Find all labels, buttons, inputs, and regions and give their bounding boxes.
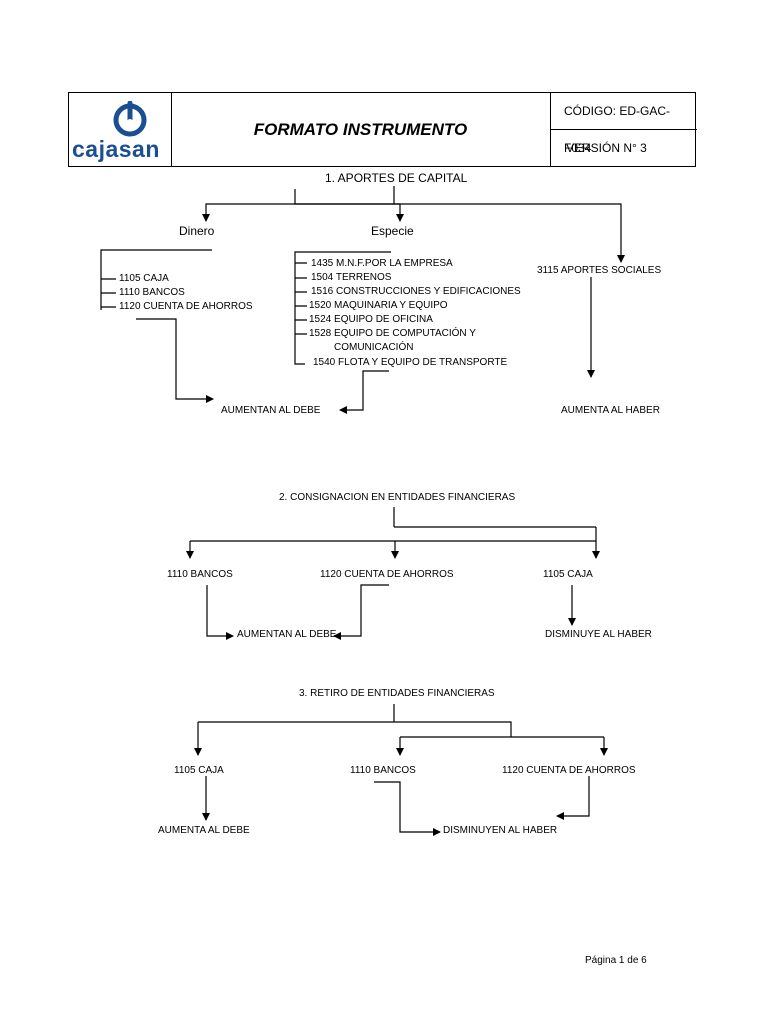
especie-item: 1504 TERRENOS — [311, 272, 392, 283]
document-title: FORMATO INSTRUMENTO — [253, 119, 468, 139]
especie-item: 1520 MAQUINARIA Y EQUIPO — [309, 300, 448, 311]
document-version: VERSIÓN N° 3 — [566, 141, 647, 155]
cajasan-logo-icon — [113, 101, 147, 137]
section2-result-haber: DISMINUYE AL HABER — [545, 629, 652, 640]
s3-ahorros: 1120 CUENTA DE AHORROS — [502, 765, 636, 776]
document-header: cajasan FORMATO INSTRUMENTO CÓDIGO: ED-G… — [68, 92, 697, 167]
especie-item: COMUNICACIÓN — [334, 342, 414, 353]
code-version-cell: CÓDIGO: ED-GAC-F034 VERSIÓN N° 3 — [550, 93, 697, 166]
s2-ahorros: 1120 CUENTA DE AHORROS — [320, 569, 454, 580]
s2-caja: 1105 CAJA — [543, 569, 593, 580]
s3-caja: 1105 CAJA — [174, 765, 224, 776]
section3-result-haber: DISMINUYEN AL HABER — [443, 825, 558, 836]
page-number: Página 1 de 6 — [585, 955, 647, 966]
dinero-item: 1120 CUENTA DE AHORROS — [119, 301, 253, 312]
aportes-sociales: 3115 APORTES SOCIALES — [537, 265, 662, 276]
section2-result-debe: AUMENTAN AL DEBE — [237, 629, 337, 640]
dinero-item: 1110 BANCOS — [119, 287, 185, 298]
logo-cell: cajasan — [69, 93, 172, 166]
dinero-item: 1105 CAJA — [119, 273, 169, 284]
s2-bancos: 1110 BANCOS — [167, 569, 233, 580]
section1-result-debe: AUMENTAN AL DEBE — [221, 405, 321, 416]
section3-title: 3. RETIRO DE ENTIDADES FINANCIERAS — [299, 688, 495, 699]
section2-title: 2. CONSIGNACION EN ENTIDADES FINANCIERAS — [279, 492, 516, 503]
document-code: CÓDIGO: ED-GAC-F034 — [551, 93, 697, 155]
especie-item: 1528 EQUIPO DE COMPUTACIÓN Y — [309, 328, 476, 339]
especie-item: 1524 EQUIPO DE OFICINA — [309, 314, 433, 325]
especie-item: 1540 FLOTA Y EQUIPO DE TRANSPORTE — [313, 357, 508, 368]
especie-item: 1516 CONSTRUCCIONES Y EDIFICACIONES — [311, 286, 521, 297]
logo-wordmark: cajasan — [72, 136, 160, 162]
section1-title: 1. APORTES DE CAPITAL — [325, 171, 468, 185]
especie-item: 1435 M.N.F.POR LA EMPRESA — [311, 258, 453, 269]
s3-bancos: 1110 BANCOS — [350, 765, 416, 776]
section3-result-debe: AUMENTA AL DEBE — [158, 825, 250, 836]
branch-especie: Especie — [371, 224, 414, 238]
branch-dinero: Dinero — [179, 224, 215, 238]
section1-result-haber: AUMENTA AL HABER — [561, 405, 660, 416]
